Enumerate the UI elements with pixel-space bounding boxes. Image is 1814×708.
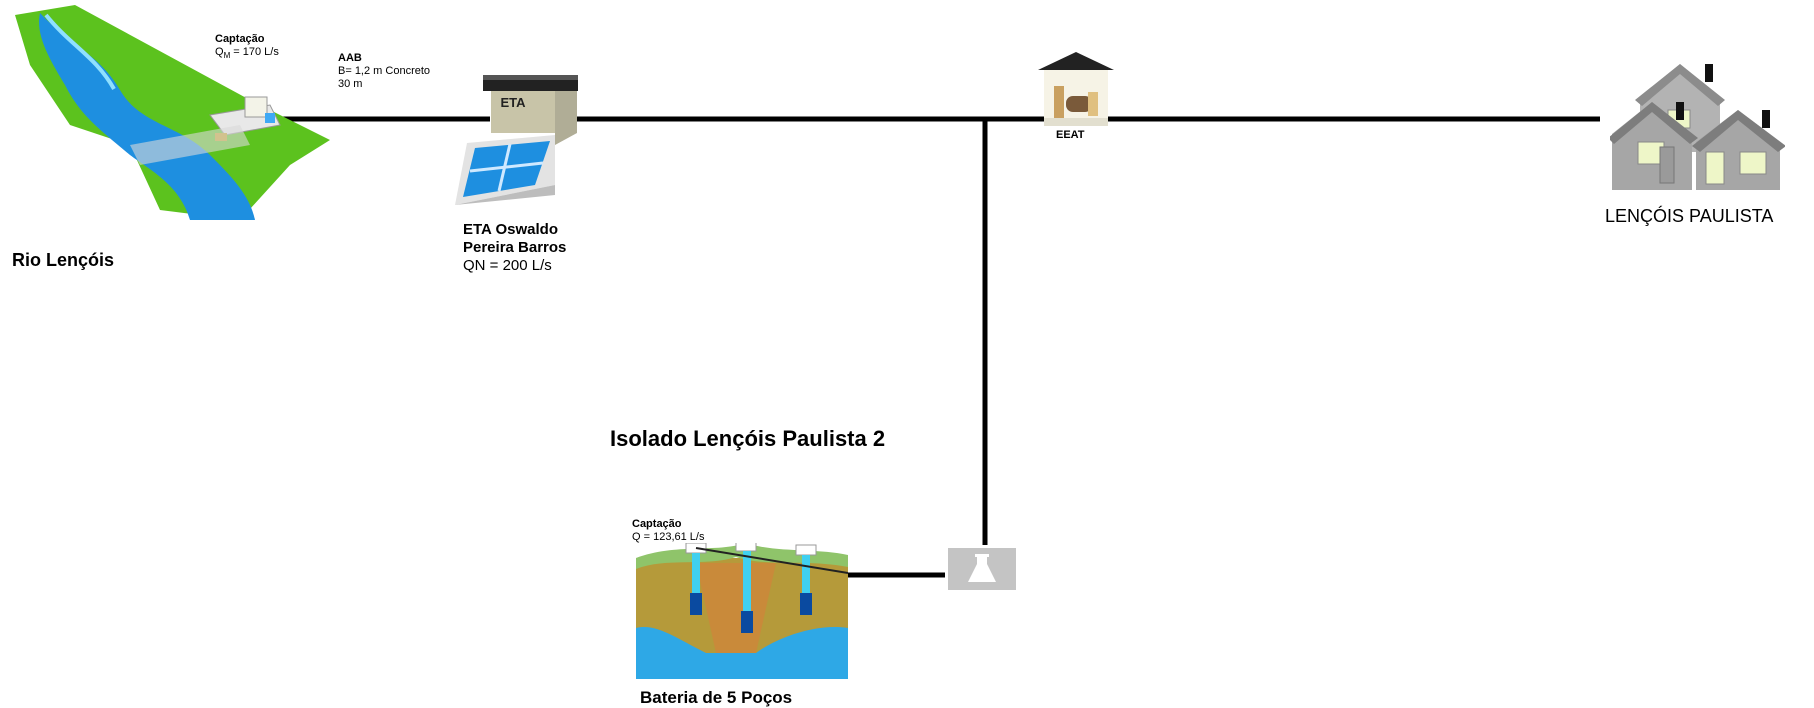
- well-2: [735, 543, 757, 633]
- flow-subscript: M: [223, 51, 231, 61]
- system-title: Isolado Lençóis Paulista 2: [610, 426, 886, 451]
- eta-name-line1: ETA Oswaldo: [463, 221, 559, 238]
- captacao-pocos-flow: Q = 123,61 L/s: [632, 531, 705, 543]
- house-right: [1692, 110, 1785, 190]
- flow-symbol: Q: [215, 46, 224, 58]
- captacao-rio-label: Captação QM = 170 L/s: [215, 33, 279, 62]
- aab-length: 30 m: [338, 78, 363, 90]
- eta-sign-text: ETA: [500, 95, 526, 110]
- river-intake-icon: [15, 5, 330, 220]
- eta-label: ETA Oswaldo Pereira Barros QN = 200 L/s: [463, 221, 566, 275]
- captacao-pocos-label: Captação Q = 123,61 L/s: [632, 518, 704, 544]
- aab-spec: B= 1,2 m Concreto: [338, 65, 431, 77]
- eeat-label: EEAT: [1056, 129, 1085, 141]
- aab-title: AAB: [338, 52, 362, 64]
- flow-value: = 170 L/s: [230, 46, 279, 58]
- aab-label: AAB B= 1,2 m Concreto 30 m: [338, 52, 430, 91]
- pocos-label: Bateria de 5 Poços: [640, 688, 793, 707]
- city-label: LENÇÓIS PAULISTA: [1605, 206, 1774, 226]
- captacao-rio-title: Captação: [215, 33, 265, 45]
- eeat-pump-station-icon: [1038, 52, 1114, 126]
- flask-treatment-icon: [948, 548, 1016, 590]
- captacao-pocos-title: Captação: [632, 518, 682, 530]
- source-rio-label: Rio Lençóis: [12, 250, 115, 270]
- eta-flow: QN = 200 L/s: [463, 257, 552, 274]
- house-left: [1610, 102, 1698, 190]
- captacao-rio-flow: QM = 170 L/s: [215, 46, 279, 62]
- eta-name-line2: Pereira Barros: [463, 239, 567, 256]
- city-houses-icon: [1610, 64, 1785, 190]
- well-3: [795, 544, 817, 615]
- wells-battery-icon: [636, 543, 848, 679]
- eta-plant-icon: ETA: [455, 75, 578, 205]
